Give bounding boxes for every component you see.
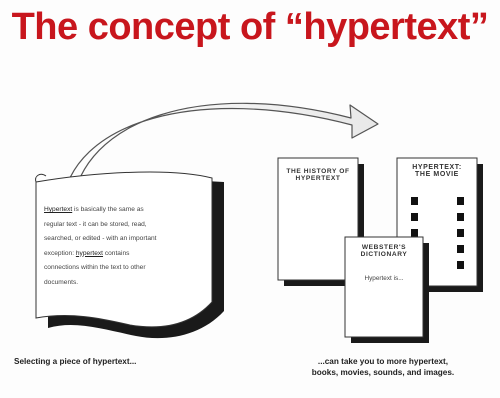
left-document	[35, 171, 224, 339]
doc-line: Hypertext is basically the same as	[44, 206, 144, 213]
doc-line: connections within the text to other	[44, 264, 146, 271]
history-document	[277, 157, 364, 286]
caption-right: ...can take you to more hypertext, books…	[311, 357, 455, 377]
doc-line: exception: hypertext contains	[44, 249, 130, 257]
doc-line: regular text - it can be stored, read,	[44, 220, 147, 228]
history-title: THE HISTORY OF HYPERTEXT	[286, 168, 350, 182]
doc-line: searched, or edited - with an important	[44, 235, 157, 242]
movie-title: HYPERTEXT: THE MOVIE	[412, 164, 462, 178]
hypertext-link[interactable]: hypertext	[75, 249, 104, 257]
dictionary-body: Hypertext is...	[364, 275, 404, 282]
hypertext-link[interactable]: Hypertext	[44, 206, 73, 213]
caption-left: Selecting a piece of hypertext...	[14, 357, 137, 366]
curved-arrow	[61, 102, 379, 208]
diagram-title: The concept of “hypertext”	[11, 6, 489, 48]
dictionary-document	[344, 236, 429, 343]
dictionary-title: WEBSTER'S DICTIONARY	[360, 244, 408, 258]
doc-line: documents.	[44, 278, 79, 286]
left-document-text: Hypertext is basically the same as regul…	[44, 203, 204, 290]
